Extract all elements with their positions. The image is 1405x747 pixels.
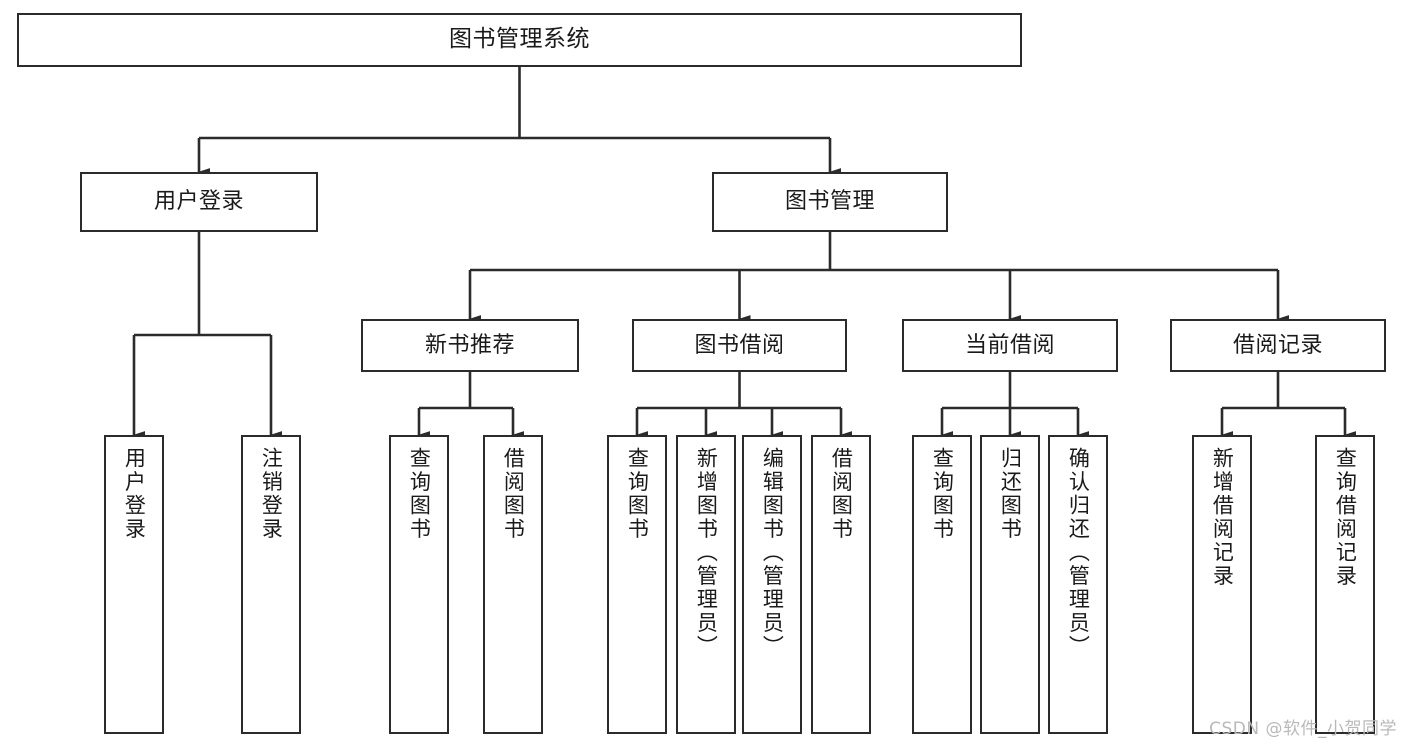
node-leaf-borrow-2[interactable]: 借阅图书 [811, 435, 871, 734]
node-leaf-query-3[interactable]: 查询图书 [912, 435, 972, 734]
node-label-leaf-query-2: 查询图书 [625, 447, 650, 541]
node-label-leaf-query-3: 查询图书 [930, 447, 955, 541]
node-user-login[interactable]: 用户登录 [80, 172, 318, 232]
node-label-leaf-confirm: 确认归还（管理员） [1066, 447, 1091, 659]
node-label-leaf-edit-book: 编辑图书（管理员） [760, 447, 785, 659]
node-label-root: 图书管理系统 [449, 26, 590, 53]
node-leaf-user-login[interactable]: 用户登录 [104, 435, 164, 734]
node-label-book-manage: 图书管理 [784, 189, 875, 215]
node-root[interactable]: 图书管理系统 [17, 13, 1022, 67]
node-label-leaf-return: 归还图书 [998, 447, 1023, 541]
node-label-leaf-logout: 注销登录 [259, 447, 284, 541]
node-label-book-borrow: 图书借阅 [694, 332, 785, 358]
node-leaf-query-1[interactable]: 查询图书 [389, 435, 449, 734]
node-book-manage[interactable]: 图书管理 [712, 172, 948, 232]
node-new-book-rec[interactable]: 新书推荐 [361, 319, 579, 372]
node-leaf-add-rec[interactable]: 新增借阅记录 [1192, 435, 1252, 734]
node-label-leaf-query-rec: 查询借阅记录 [1333, 447, 1358, 588]
node-book-borrow[interactable]: 图书借阅 [632, 319, 847, 372]
node-leaf-confirm[interactable]: 确认归还（管理员） [1048, 435, 1108, 734]
node-leaf-add-book[interactable]: 新增图书（管理员） [676, 435, 736, 734]
node-label-leaf-borrow-1: 借阅图书 [501, 447, 526, 541]
node-label-new-book-rec: 新书推荐 [424, 332, 515, 358]
node-leaf-query-rec[interactable]: 查询借阅记录 [1315, 435, 1375, 734]
node-leaf-logout[interactable]: 注销登录 [241, 435, 301, 734]
watermark-label: CSDN @软件_小贺同学 [1209, 719, 1397, 739]
node-leaf-borrow-1[interactable]: 借阅图书 [483, 435, 543, 734]
node-leaf-return[interactable]: 归还图书 [980, 435, 1040, 734]
node-borrow-record[interactable]: 借阅记录 [1170, 319, 1386, 372]
node-leaf-edit-book[interactable]: 编辑图书（管理员） [742, 435, 802, 734]
node-current-borrow[interactable]: 当前借阅 [902, 319, 1118, 372]
node-label-leaf-user-login: 用户登录 [122, 447, 147, 541]
node-label-leaf-add-book: 新增图书（管理员） [694, 447, 719, 659]
node-label-leaf-query-1: 查询图书 [407, 447, 432, 541]
node-label-borrow-record: 借阅记录 [1232, 332, 1323, 358]
node-leaf-query-2[interactable]: 查询图书 [607, 435, 667, 734]
node-label-current-borrow: 当前借阅 [964, 332, 1055, 358]
node-label-leaf-borrow-2: 借阅图书 [829, 447, 854, 541]
node-label-leaf-add-rec: 新增借阅记录 [1210, 447, 1235, 588]
node-label-user-login: 用户登录 [153, 189, 244, 215]
